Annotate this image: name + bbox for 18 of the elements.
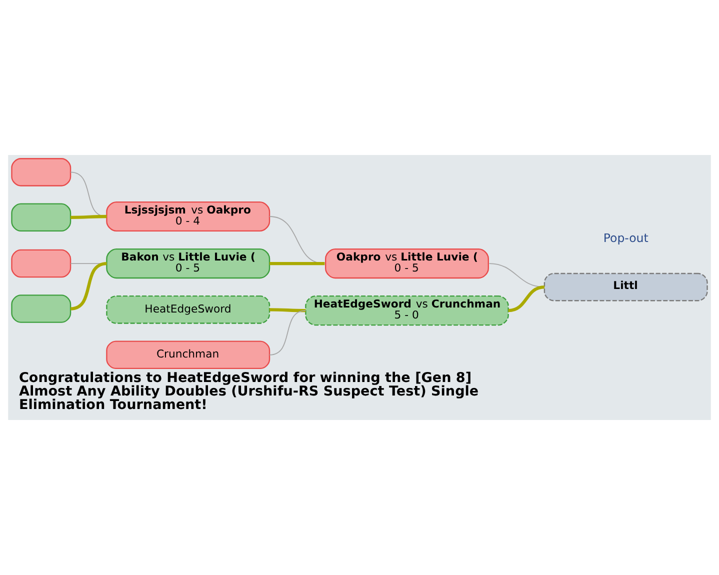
connector [270, 262, 325, 266]
node-box: HeatEdgeSword [106, 296, 270, 324]
node-box: Crunchman [106, 340, 270, 370]
node-box [11, 158, 72, 186]
node-box: Oakpro vs Little Luvie ( 0 - 5 [325, 248, 489, 279]
node-box: Lsjssjsjsm vs Oakpro 0 - 4 [106, 201, 270, 232]
caption: Congratulations to HeatEdgeSword for winning the [Gen 8] Almost Any Ability Doubles (Urshifu-RS Suspect Test) Single Elimination Tournament! [18, 370, 479, 414]
node-box: Bakon vs Little Luvie ( 0 - 5 [106, 248, 270, 279]
connector [269, 310, 306, 356]
connector [270, 308, 306, 312]
label: Pop-out [603, 231, 648, 246]
connector [508, 285, 545, 312]
node-box: Littl [544, 272, 708, 302]
node-box [11, 203, 72, 232]
connector [70, 214, 107, 219]
node-box [11, 294, 72, 323]
node-box: HeatEdgeSword vs Crunchman 5 - 0 [305, 296, 509, 326]
node-box [11, 249, 72, 278]
